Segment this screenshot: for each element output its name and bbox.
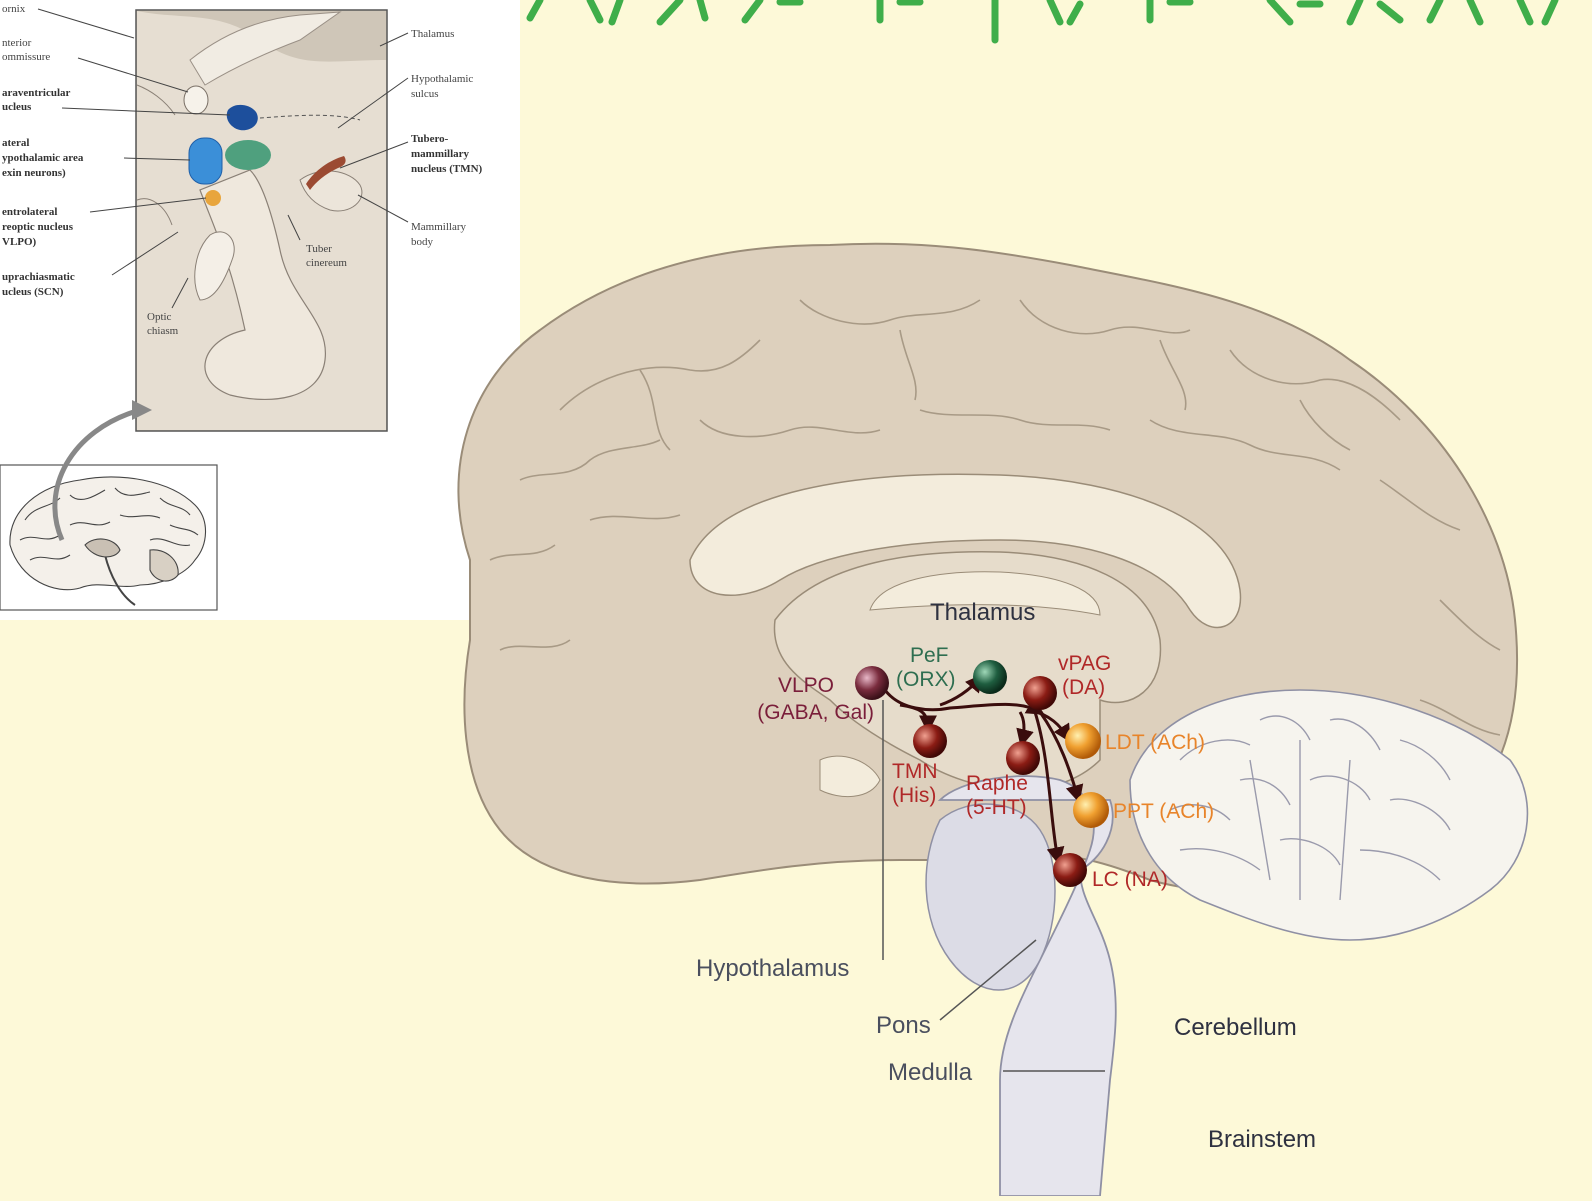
medulla-label: Medulla: [888, 1059, 973, 1086]
vpag-label: vPAG(DA): [1058, 652, 1111, 699]
pef-label: PeF(ORX): [896, 644, 956, 691]
vlpo-nucleus: [855, 666, 889, 700]
vlpo-projections: [883, 673, 1084, 866]
tmn-nucleus: [913, 724, 947, 758]
main-brain-diagram: Thalamus Hypothalamus Pons Medulla Cereb…: [457, 242, 1529, 1197]
inset-label-thalamus: Thalamus: [411, 28, 454, 40]
thumbnail-brain: [9, 476, 207, 606]
cortex-folds: [489, 299, 1501, 736]
raphe-label: Raphe(5-HT): [966, 772, 1028, 819]
vlpo-shape: [205, 190, 221, 206]
vpag-nucleus: [1023, 676, 1057, 710]
pef-nucleus: [973, 660, 1007, 694]
pons-shape: [925, 803, 1056, 991]
ldt-nucleus: [1065, 723, 1101, 759]
cerebellum-folia: [1169, 715, 1451, 901]
teal-nucleus-shape: [225, 140, 271, 170]
cerebellum-label: Cerebellum: [1174, 1014, 1297, 1041]
pons-label: Pons: [876, 1012, 931, 1039]
paraventricular-nucleus-shape: [226, 104, 258, 131]
inset-pointer-arrow: [52, 407, 141, 542]
ldt-label: LDT (ACh): [1105, 731, 1205, 754]
ppt-nucleus: [1073, 792, 1109, 828]
inset-label-fornix: ornix: [2, 3, 26, 15]
lateral-ventricle-shape: [689, 473, 1242, 629]
lc-nucleus: [1053, 853, 1087, 887]
tmn-label: TMN(His): [892, 760, 938, 807]
vlpo-label: VLPO(GABA, Gal): [757, 674, 874, 724]
ppt-label: PPT (ACh): [1113, 800, 1214, 823]
raphe-nucleus: [1006, 741, 1040, 775]
anterior-commissure-shape: [183, 85, 209, 115]
brainstem-label: Brainstem: [1208, 1126, 1316, 1153]
hypothalamus-label: Hypothalamus: [696, 955, 849, 982]
tmn-shape: [306, 156, 346, 190]
cerebellum-shape: [1129, 689, 1529, 941]
leader-lines: [882, 700, 1105, 1072]
lateral-hypothalamic-area-shape: [188, 137, 223, 185]
thalamus-label: Thalamus: [930, 599, 1035, 626]
title-fragment: [486, 0, 1559, 44]
lc-label: LC (NA): [1092, 868, 1168, 891]
